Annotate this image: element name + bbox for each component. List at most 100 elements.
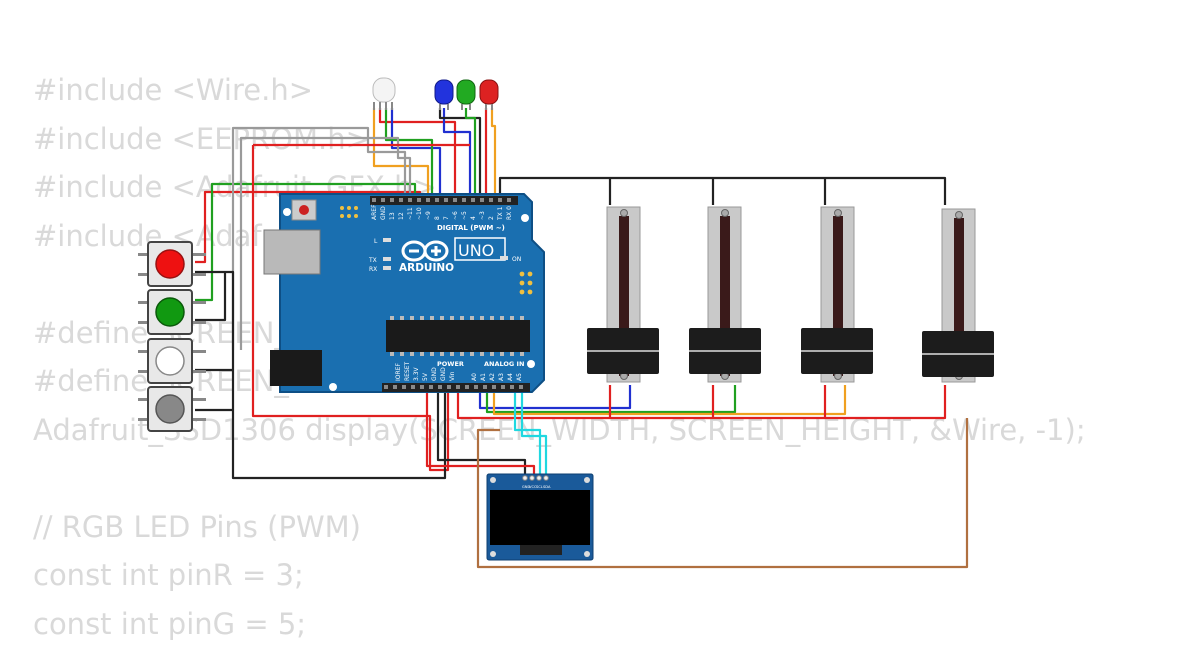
digital-pin-label: GND bbox=[380, 206, 387, 220]
header-hole bbox=[399, 198, 403, 202]
tx-led bbox=[383, 257, 391, 261]
wire-slider-3 bbox=[494, 385, 845, 414]
header-hole bbox=[489, 198, 493, 202]
oled-pin-label: SDA bbox=[543, 485, 551, 489]
digital-pin-label: 13 bbox=[389, 212, 396, 220]
digital-pin-label: 12 bbox=[398, 212, 405, 220]
oled-pin bbox=[523, 476, 528, 481]
wire-slider-bus bbox=[500, 178, 945, 205]
digital-pin-label: ~11 bbox=[407, 207, 414, 220]
analog-pin-label: A2 bbox=[489, 373, 496, 381]
tx-label: TX bbox=[368, 257, 377, 264]
leds bbox=[373, 78, 498, 110]
header-hole bbox=[471, 198, 475, 202]
power-pin-label: Vin bbox=[449, 371, 456, 381]
chip-pin bbox=[400, 352, 404, 356]
digital-pin-label: ~9 bbox=[425, 211, 432, 220]
pushbutton-white[interactable] bbox=[138, 339, 206, 383]
chip-pin bbox=[520, 352, 524, 356]
chip-pin bbox=[450, 316, 454, 320]
mount-hole-4 bbox=[527, 360, 535, 368]
slide-potentiometer-3[interactable] bbox=[801, 207, 873, 382]
pushbutton-red[interactable] bbox=[138, 242, 206, 286]
mount-hole-3 bbox=[521, 214, 529, 222]
oled-pin bbox=[537, 476, 542, 481]
analog-pin-label: A1 bbox=[480, 373, 487, 381]
oled-pin-label: SCL bbox=[536, 485, 543, 489]
mount-hole-2 bbox=[329, 383, 337, 391]
chip-pin bbox=[430, 352, 434, 356]
header-hole bbox=[498, 198, 502, 202]
digital-pin-label: 8 bbox=[434, 216, 441, 220]
digital-pin-label: 4 bbox=[470, 216, 477, 220]
header-hole bbox=[372, 198, 376, 202]
mount-hole-1 bbox=[283, 208, 291, 216]
slide-potentiometer-4[interactable] bbox=[922, 209, 994, 382]
usb-connector bbox=[264, 230, 320, 274]
digital-pin-label: AREF bbox=[371, 204, 378, 220]
power-pin-label: 3.3V bbox=[413, 366, 420, 381]
analog-in-label: ANALOG IN bbox=[484, 360, 524, 368]
led-red[interactable] bbox=[480, 80, 498, 110]
chip-pin bbox=[430, 316, 434, 320]
chip-pin bbox=[440, 316, 444, 320]
led-green[interactable] bbox=[457, 80, 475, 110]
power-pin-label: 5V bbox=[422, 372, 429, 381]
digital-pin-label: ~10 bbox=[416, 207, 423, 220]
rx-led bbox=[383, 266, 391, 270]
pushbutton-green[interactable] bbox=[138, 290, 206, 334]
oled-pin bbox=[544, 476, 549, 481]
header-hole bbox=[462, 198, 466, 202]
chip-pin bbox=[400, 316, 404, 320]
digital-pin-label: RX 0 bbox=[506, 206, 513, 220]
header-hole bbox=[444, 198, 448, 202]
icsp-header bbox=[338, 204, 364, 224]
atmega-chip bbox=[386, 320, 530, 352]
chip-pin bbox=[510, 352, 514, 356]
header-hole bbox=[492, 385, 496, 389]
chip-pin bbox=[460, 316, 464, 320]
chip-pin bbox=[420, 316, 424, 320]
chip-pin bbox=[480, 316, 484, 320]
chip-pin bbox=[480, 352, 484, 356]
digital-pin-label: ~3 bbox=[479, 211, 486, 220]
wire-red-led-orange bbox=[492, 108, 495, 196]
chip-pin bbox=[420, 352, 424, 356]
header-hole bbox=[429, 385, 433, 389]
oled-pin bbox=[530, 476, 535, 481]
header-hole bbox=[465, 385, 469, 389]
analog-pin-label: A5 bbox=[516, 373, 523, 381]
reset-button-cap bbox=[299, 205, 309, 215]
power-pin-label: IOREF bbox=[395, 363, 402, 381]
header-hole bbox=[408, 198, 412, 202]
chip-pin bbox=[390, 352, 394, 356]
header-hole bbox=[390, 198, 394, 202]
slide-potentiometer-1[interactable] bbox=[587, 207, 659, 382]
header-hole bbox=[381, 198, 385, 202]
slide-potentiometer-2[interactable] bbox=[689, 207, 761, 382]
oled-ribbon bbox=[520, 545, 562, 555]
arduino-uno-board[interactable]: ARDUINO UNO DIGITAL (PWM ~) POWER ANALOG… bbox=[264, 194, 544, 392]
wire-oled-gnd bbox=[438, 390, 525, 476]
chip-pin bbox=[520, 316, 524, 320]
digital-pin-label: ~6 bbox=[452, 211, 459, 220]
digital-pin-label: ~5 bbox=[461, 211, 468, 220]
header-hole bbox=[426, 198, 430, 202]
chip-pin bbox=[490, 352, 494, 356]
slide-potentiometers bbox=[587, 207, 994, 382]
digital-pin-label: TX 1 bbox=[497, 206, 504, 221]
analog-pin-label: A0 bbox=[471, 373, 478, 381]
header-hole bbox=[435, 198, 439, 202]
header-hole bbox=[507, 198, 511, 202]
led-blue[interactable] bbox=[435, 80, 453, 110]
digital-pin-label: 2 bbox=[488, 216, 495, 220]
header-hole bbox=[456, 385, 460, 389]
chip-pin bbox=[500, 316, 504, 320]
header-hole bbox=[393, 385, 397, 389]
power-pin-label: GND bbox=[431, 367, 438, 381]
l-led bbox=[383, 238, 391, 242]
power-pin-label: GND bbox=[440, 367, 447, 381]
digital-pwm-label: DIGITAL (PWM ~) bbox=[437, 224, 505, 232]
led-rgb[interactable] bbox=[373, 78, 395, 110]
